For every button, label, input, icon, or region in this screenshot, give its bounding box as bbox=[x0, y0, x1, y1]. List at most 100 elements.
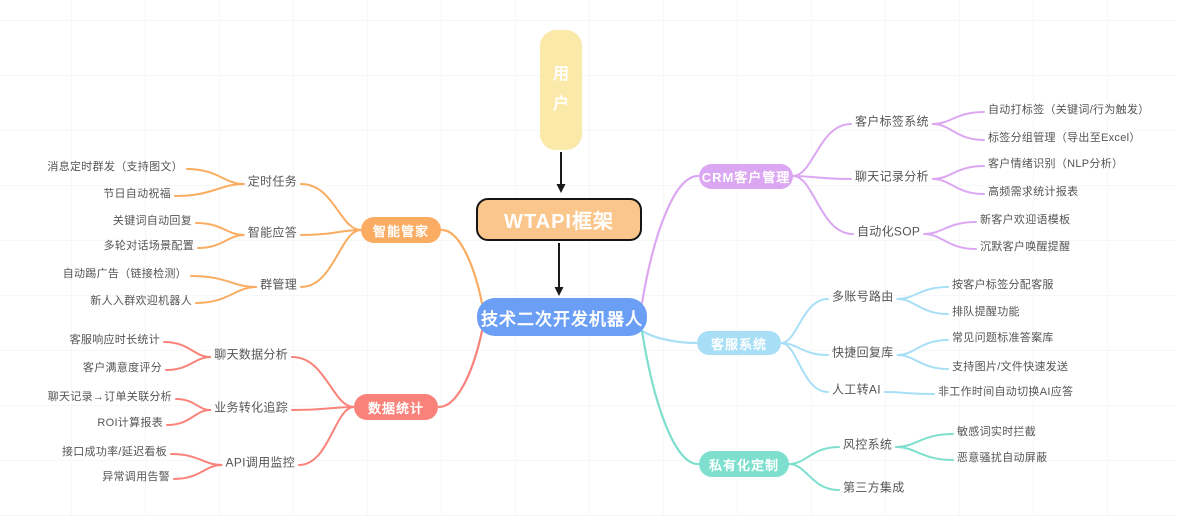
branch-node-label: 数据统计 bbox=[367, 400, 424, 416]
edge-curve bbox=[175, 398, 212, 411]
subtopic-node[interactable]: 定时任务 bbox=[247, 174, 297, 189]
leaf-node[interactable]: 多轮对话场景配置 bbox=[103, 240, 194, 252]
leaf-node[interactable]: 接口成功率/延迟看板 bbox=[61, 446, 167, 458]
edge-curve bbox=[170, 453, 223, 466]
branch-node-label: 客服系统 bbox=[710, 336, 767, 352]
leaf-node[interactable]: 新客户欢迎语模板 bbox=[980, 214, 1071, 226]
edge-curve bbox=[896, 339, 949, 356]
user-node[interactable]: 用户 bbox=[540, 30, 582, 150]
leaf-node[interactable]: 新人入群欢迎机器人 bbox=[90, 295, 192, 307]
branch-node-label: CRM客户管理 bbox=[701, 169, 791, 185]
subtopic-node[interactable]: 风控系统 bbox=[843, 437, 893, 452]
edge-curve bbox=[896, 354, 949, 370]
edge-curve bbox=[173, 464, 223, 480]
subtopic-node[interactable]: 人工转AI bbox=[832, 382, 881, 397]
edge-curve bbox=[931, 111, 985, 125]
edge-curve bbox=[197, 234, 245, 249]
edge-curve bbox=[792, 175, 852, 180]
edge-curve bbox=[780, 298, 829, 344]
leaf-node[interactable]: 高频需求统计报表 bbox=[988, 186, 1079, 198]
edge-curve bbox=[895, 433, 954, 448]
edge-curve bbox=[923, 221, 977, 235]
edge-curve bbox=[195, 286, 258, 304]
leaf-node[interactable]: 节日自动祝福 bbox=[103, 188, 171, 200]
subtopic-node[interactable]: 快捷回复库 bbox=[832, 345, 894, 360]
edge-curve bbox=[437, 329, 484, 409]
edge-curve bbox=[895, 446, 954, 461]
leaf-node[interactable]: 关键词自动回复 bbox=[112, 215, 192, 227]
leaf-node[interactable]: 客户情绪识别（NLP分析） bbox=[988, 158, 1124, 170]
edge-curve bbox=[291, 406, 355, 411]
subtopic-node[interactable]: 业务转化追踪 bbox=[214, 400, 288, 415]
branch-node-label: 智能管家 bbox=[372, 223, 429, 239]
branch-node-private-customization[interactable]: 私有化定制 bbox=[699, 451, 789, 477]
leaf-node[interactable]: 自动踢广告（链接检测） bbox=[62, 268, 187, 280]
leaf-node[interactable]: 排队提醒功能 bbox=[952, 306, 1020, 318]
edge-curve bbox=[300, 183, 362, 231]
root-node-label: WTAPI框架 bbox=[504, 210, 614, 233]
subtopic-node[interactable]: 第三方集成 bbox=[843, 480, 905, 495]
subtopic-node[interactable]: 多账号路由 bbox=[832, 289, 894, 304]
branch-node-data-stats[interactable]: 数据统计 bbox=[354, 394, 438, 420]
down-arrow-head-icon bbox=[554, 287, 564, 296]
edge-curve bbox=[298, 406, 355, 466]
edge-curve bbox=[291, 356, 355, 408]
edge-curve bbox=[931, 165, 985, 180]
edge-curve bbox=[788, 446, 840, 465]
branch-node-smart-butler[interactable]: 智能管家 bbox=[361, 217, 441, 243]
edge-curve bbox=[883, 391, 935, 395]
leaf-node[interactable]: 常见问题标准答案库 bbox=[952, 332, 1054, 344]
leaf-node[interactable]: 客户满意度评分 bbox=[82, 362, 162, 374]
edge-curve bbox=[300, 229, 362, 288]
edge-curve bbox=[896, 286, 949, 300]
edge-curve bbox=[174, 183, 245, 197]
edge-curve bbox=[300, 229, 362, 236]
leaf-node[interactable]: 支持图片/文件快速发送 bbox=[952, 361, 1069, 373]
leaf-node[interactable]: 沉默客户唤醒提醒 bbox=[980, 241, 1071, 253]
user-node-label: 用户 bbox=[552, 65, 569, 113]
leaf-node[interactable]: 聊天记录→订单关联分析 bbox=[47, 391, 172, 403]
subtopic-node[interactable]: 智能应答 bbox=[247, 225, 297, 240]
edge-curve bbox=[780, 342, 829, 393]
branch-node-crm-management[interactable]: CRM客户管理 bbox=[699, 163, 793, 189]
edge-curve bbox=[931, 123, 985, 141]
edge-curve bbox=[640, 174, 700, 305]
leaf-node[interactable]: 自动打标签（关键词/行为触发） bbox=[988, 104, 1150, 116]
branch-node-customer-service[interactable]: 客服系统 bbox=[697, 331, 781, 355]
leaf-node[interactable]: 消息定时群发（支持图文） bbox=[47, 161, 183, 173]
edge-curve bbox=[163, 341, 212, 358]
main-topic-node[interactable]: 技术二次开发机器人 bbox=[477, 298, 647, 336]
subtopic-node[interactable]: 聊天数据分析 bbox=[214, 347, 288, 362]
edge-curve bbox=[190, 275, 258, 288]
main-topic-label: 技术二次开发机器人 bbox=[481, 309, 643, 329]
leaf-node[interactable]: 非工作时间自动切换AI应答 bbox=[938, 386, 1074, 398]
edge-curve bbox=[186, 168, 245, 185]
leaf-node[interactable]: ROI计算报表 bbox=[97, 417, 163, 429]
leaf-node[interactable]: 客服响应时长统计 bbox=[69, 334, 160, 346]
leaf-node[interactable]: 按客户标签分配客服 bbox=[952, 279, 1054, 291]
edge-curve bbox=[640, 329, 700, 466]
down-arrow-head-icon bbox=[556, 184, 566, 193]
edge-curve bbox=[640, 329, 698, 345]
subtopic-node[interactable]: 聊天记录分析 bbox=[855, 169, 929, 184]
subtopic-node[interactable]: 客户标签系统 bbox=[855, 114, 929, 129]
subtopic-node[interactable]: API调用监控 bbox=[225, 455, 295, 470]
edge-curve bbox=[792, 175, 854, 235]
edge-curve bbox=[166, 409, 212, 426]
edge-curve bbox=[780, 342, 829, 356]
edge-curve bbox=[195, 222, 245, 236]
leaf-node[interactable]: 恶意骚扰自动屏蔽 bbox=[957, 452, 1048, 464]
edge-curve bbox=[931, 178, 985, 195]
root-node[interactable]: WTAPI框架 bbox=[476, 197, 642, 241]
subtopic-node[interactable]: 群管理 bbox=[260, 277, 297, 292]
leaf-node[interactable]: 标签分组管理（导出至Excel） bbox=[988, 132, 1141, 144]
leaf-node[interactable]: 敏感词实时拦截 bbox=[957, 426, 1037, 438]
branch-node-label: 私有化定制 bbox=[708, 457, 779, 473]
edge-curve bbox=[440, 228, 484, 305]
edge-curve bbox=[896, 298, 949, 315]
subtopic-node[interactable]: 自动化SOP bbox=[857, 224, 921, 239]
leaf-node[interactable]: 异常调用告警 bbox=[102, 471, 170, 483]
edge-curve bbox=[923, 233, 977, 250]
edge-curve bbox=[165, 356, 212, 371]
